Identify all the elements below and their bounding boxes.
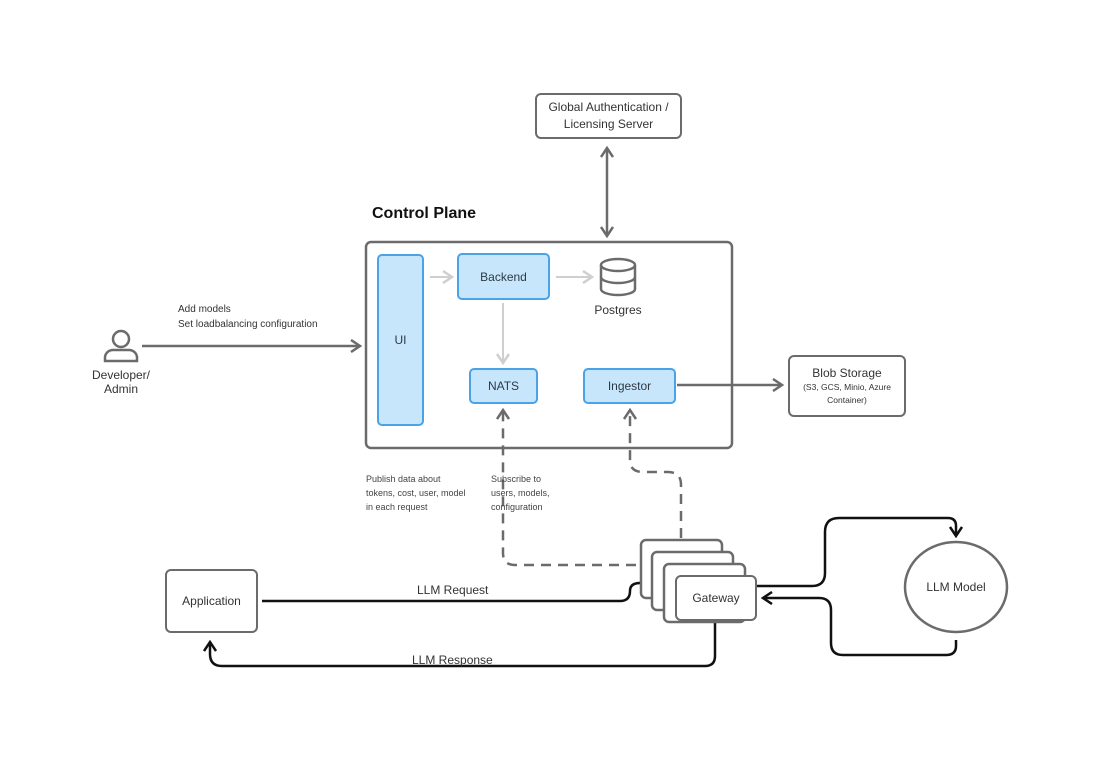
subscribe-line1: Subscribe to [491, 474, 542, 484]
gateway-label: Gateway [692, 591, 740, 605]
developer-line2: Admin [103, 382, 138, 396]
gateway-nats-dashed-arrow [503, 410, 636, 567]
publish-label: Publish data about tokens, cost, user, m… [366, 472, 466, 514]
gateway-ingestor-dashed-arrow [630, 410, 683, 538]
gateway-node[interactable]: Gateway [675, 575, 757, 621]
blob-storage-line2: Container) [827, 394, 867, 405]
auth-server-node[interactable]: Global Authentication / Licensing Server [535, 93, 682, 139]
llm-response-label: LLM Response [412, 653, 493, 667]
blob-storage-node[interactable]: Blob Storage (S3, GCS, Minio, Azure Cont… [788, 355, 906, 417]
blob-storage-title: Blob Storage [812, 365, 882, 380]
ingestor-node[interactable]: Ingestor [583, 368, 676, 404]
backend-node[interactable]: Backend [457, 253, 550, 300]
control-plane-title: Control Plane [372, 205, 477, 222]
auth-server-line2: Licensing Server [563, 117, 654, 131]
application-node[interactable]: Application [165, 569, 258, 633]
ui-label: UI [394, 333, 407, 347]
subscribe-label: Subscribe to users, models, configuratio… [491, 472, 550, 514]
developer-edge-label: Add models Set loadbalancing configurati… [178, 302, 318, 332]
person-icon [103, 329, 139, 363]
subscribe-line2: users, models, [491, 488, 550, 498]
publish-line1: Publish data about [366, 474, 441, 484]
developer-label: Developer/ Admin [81, 368, 161, 396]
control-plane-frame [364, 240, 734, 450]
edge-label-line1: Add models [178, 304, 231, 315]
llm-request-arrow [262, 583, 658, 603]
ui-node[interactable]: UI [377, 254, 424, 426]
llm-model-circle [903, 540, 1009, 634]
publish-line2: tokens, cost, user, model [366, 488, 466, 498]
nats-label: NATS [487, 379, 520, 393]
application-label: Application [182, 594, 241, 608]
nats-node[interactable]: NATS [469, 368, 538, 404]
developer-line1: Developer/ [91, 368, 151, 382]
backend-label: Backend [480, 269, 527, 284]
database-icon [599, 257, 637, 297]
blob-storage-line1: (S3, GCS, Minio, Azure [803, 381, 891, 392]
llm-request-label: LLM Request [417, 583, 489, 597]
ingestor-label: Ingestor [607, 379, 652, 393]
edge-label-line2: Set loadbalancing configuration [178, 319, 318, 330]
gateway-to-llm-arrow [757, 516, 956, 588]
auth-server-line1: Global Authentication / [548, 100, 669, 114]
llm-response-arrow [210, 620, 717, 668]
llm-model-label: LLM Model [926, 580, 986, 594]
postgres-label: Postgres [594, 303, 642, 317]
subscribe-line3: configuration [491, 502, 543, 512]
llm-to-gateway-arrow [763, 598, 958, 657]
publish-line3: in each request [366, 502, 428, 512]
